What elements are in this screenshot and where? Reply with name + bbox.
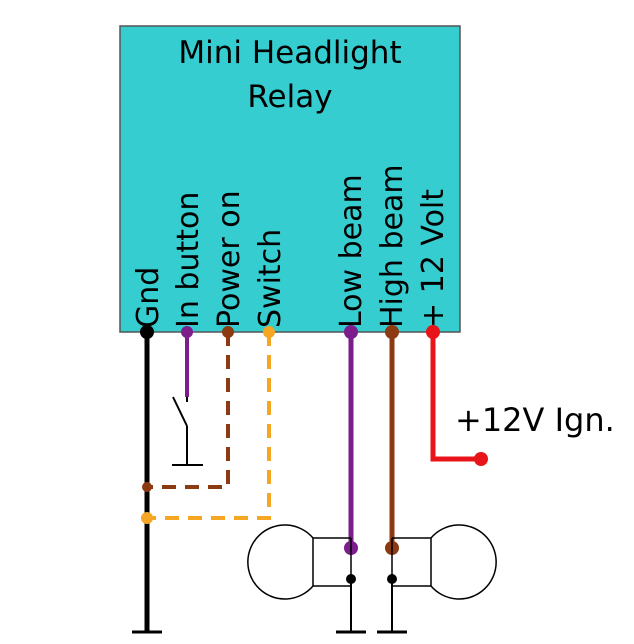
headlight-bulb-icon bbox=[387, 524, 497, 632]
pin-label-power-on: Power on bbox=[212, 190, 247, 328]
pin-label-12-volt: + 12 Volt bbox=[416, 189, 451, 328]
relay-box bbox=[119, 25, 461, 333]
ground-wire bbox=[140, 325, 154, 632]
pin-label-high-beam: High beam bbox=[375, 164, 410, 328]
power-on-wire bbox=[147, 326, 234, 489]
switch-wire bbox=[147, 326, 275, 520]
relay-title-line1: Mini Headlight bbox=[178, 35, 401, 71]
pin-label-low-beam: Low beam bbox=[334, 174, 369, 328]
relay-title-line2: Relay bbox=[247, 79, 332, 115]
low-beam-wire bbox=[344, 325, 358, 555]
pin-label-in-button: In button bbox=[171, 192, 206, 328]
high-beam-wire bbox=[385, 325, 399, 555]
in-button-wire bbox=[181, 326, 193, 397]
pin-label-switch: Switch bbox=[253, 229, 288, 328]
headlight-bulb-icon bbox=[247, 524, 356, 632]
supply-wire bbox=[426, 325, 488, 466]
push-button-switch-icon bbox=[172, 396, 203, 466]
pin-label-gnd: Gnd bbox=[131, 267, 166, 328]
supply-label: +12V Ign. bbox=[455, 401, 615, 439]
